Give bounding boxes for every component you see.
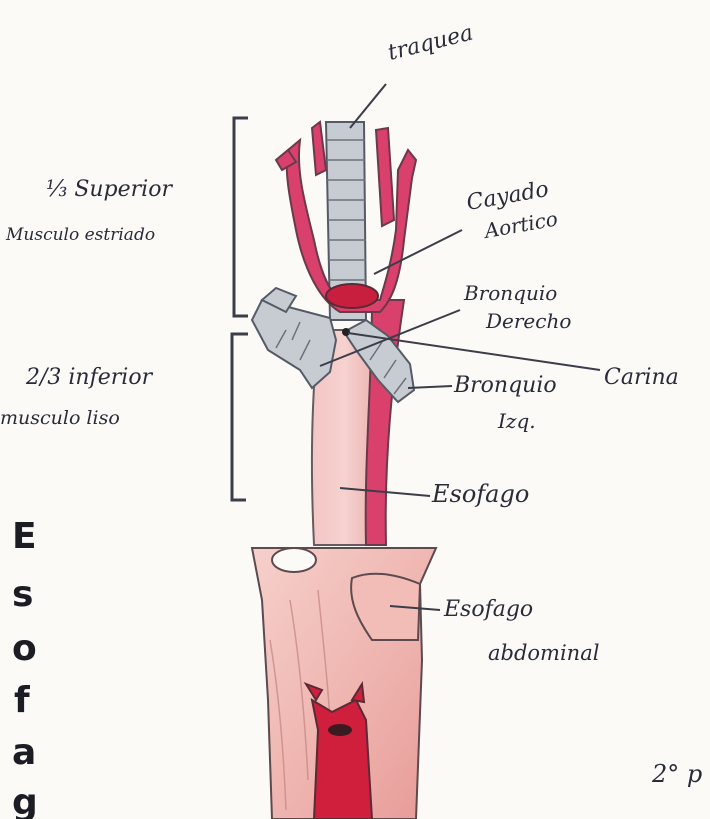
label-cayado-2: Aortico — [481, 206, 560, 243]
label-bronquio-izq-2: Izq. — [497, 409, 536, 433]
label-bronquio-izq-1: Bronquio — [453, 373, 557, 398]
cayado-leader — [374, 230, 462, 274]
label-superior-1: ⅓ Superior — [46, 177, 173, 202]
title-letter: s — [12, 574, 33, 615]
title-letter: o — [12, 628, 37, 669]
label-esofago-abd-1: Esofago — [443, 597, 533, 622]
label-bronquio-der-1: Bronquio — [463, 281, 557, 305]
title-letter: a — [12, 732, 36, 773]
bronquio-izq-leader — [408, 386, 452, 388]
inferior-bracket — [232, 334, 248, 500]
traquea-leader — [350, 84, 386, 128]
title-letter: E — [12, 516, 37, 557]
label-esofago-abd-2: abdominal — [488, 641, 599, 665]
label-superior-2: Musculo estriado — [5, 225, 155, 245]
label-traquea: traquea — [385, 21, 475, 66]
label-inferior-1: 2/3 inferior — [25, 365, 154, 390]
label-esofago: Esofago — [431, 480, 529, 508]
vertical-title: E s o f a g — [12, 516, 38, 819]
diaphragm-opening — [272, 548, 316, 572]
superior-bracket — [234, 118, 248, 316]
label-bronquio-der-2: Derecho — [485, 309, 571, 333]
title-letter: g — [12, 782, 38, 819]
title-letter: f — [14, 680, 30, 721]
label-inferior-2: musculo liso — [0, 407, 120, 429]
corner-note: 2° p — [651, 760, 702, 788]
label-carina: Carina — [604, 365, 679, 390]
